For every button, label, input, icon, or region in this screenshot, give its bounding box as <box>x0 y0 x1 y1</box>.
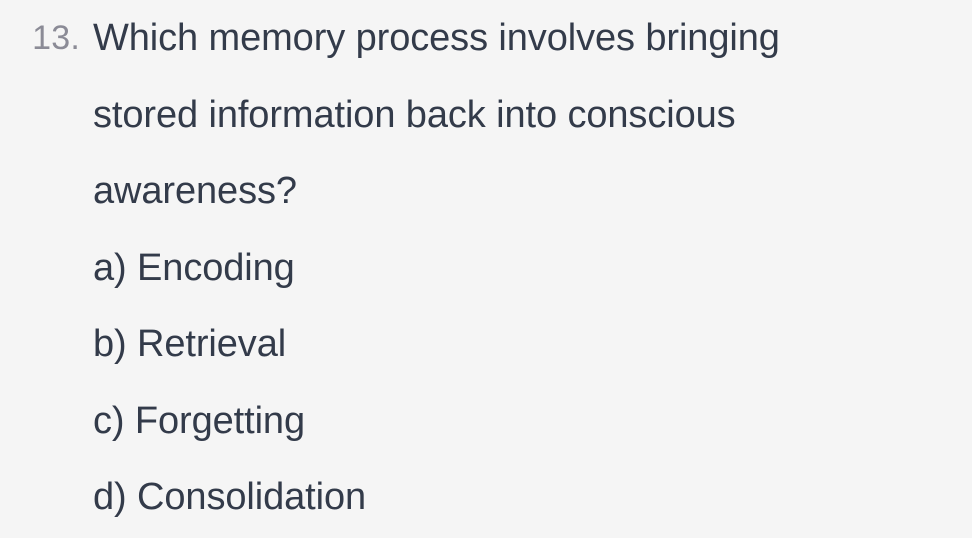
answer-option-d[interactable]: d) Consolidation <box>93 476 367 518</box>
question-text-line-1: Which memory process involves bringing <box>93 17 780 59</box>
answer-option-c[interactable]: c) Forgetting <box>93 399 306 442</box>
question-body: Which memory process involves bringing s… <box>93 0 953 536</box>
question-text-line-3: awareness? <box>93 170 297 212</box>
answer-option-b[interactable]: b) Retrieval <box>93 323 287 365</box>
question-number: 13. <box>32 19 80 57</box>
answer-option-a[interactable]: a) Encoding <box>93 246 295 289</box>
question-text-line-2: stored information back into conscious <box>93 93 736 136</box>
